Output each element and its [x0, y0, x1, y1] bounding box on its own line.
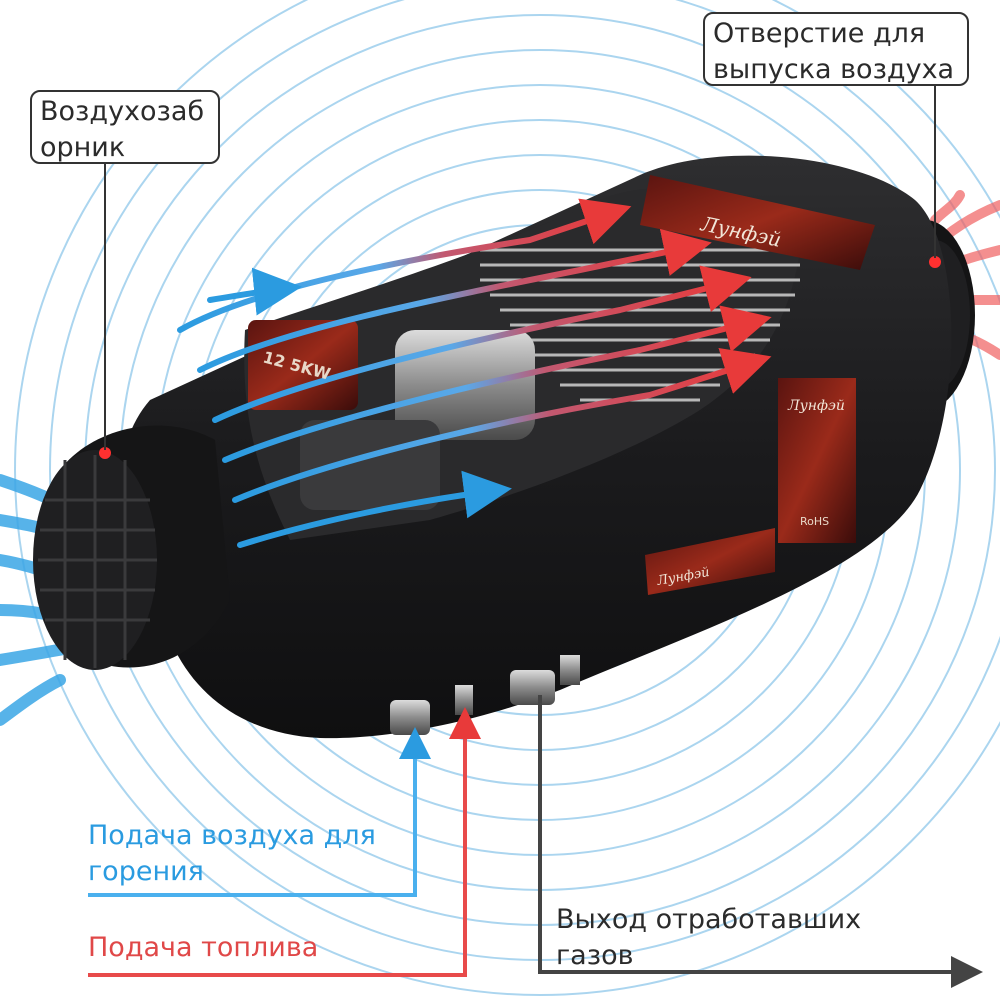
spec-plate	[778, 378, 856, 543]
callout-lines	[88, 80, 983, 988]
bottom-brand-plate	[645, 528, 775, 595]
svg-text:Лунфэй: Лунфэй	[787, 398, 845, 414]
combustion-air-label: Подача воздуха для горения	[88, 820, 376, 887]
exhaust-label: Выход отработавших газов	[556, 904, 862, 971]
fuel-supply-label: Подача топлива	[88, 932, 319, 963]
indicator-light-icon	[929, 256, 941, 268]
air-intake-callout: Воздухозаб орник	[30, 90, 220, 164]
air-intake-label: Воздухозаб орник	[40, 96, 205, 163]
air-outlet-callout: Отверстие для выпуска воздуха	[703, 12, 969, 86]
indicator-light-icon	[99, 447, 111, 459]
svg-text:RoHS: RoHS	[800, 515, 829, 528]
exhaust-arrow-icon	[538, 695, 983, 988]
top-brand-plate	[640, 175, 875, 270]
airflow-arrows	[177, 198, 772, 548]
air-outlet-label: Отверстие для выпуска воздуха	[713, 18, 955, 85]
